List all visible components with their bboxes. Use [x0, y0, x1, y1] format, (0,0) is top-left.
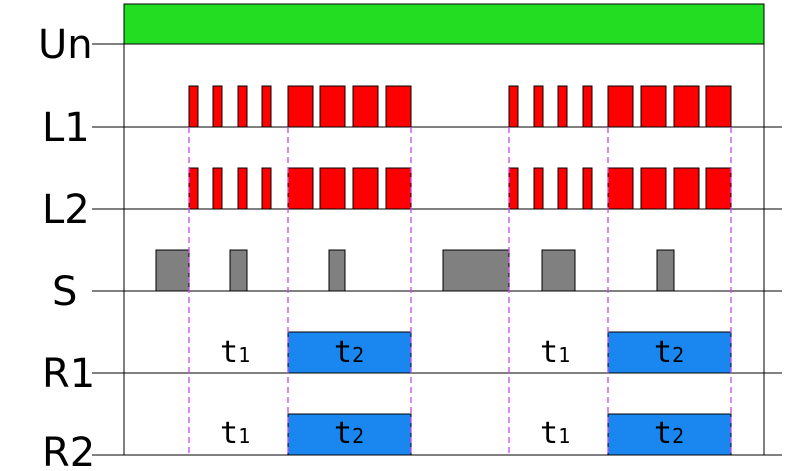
l1-pulse: [212, 85, 223, 128]
r2-active: [287, 413, 412, 456]
l2-pulse: [319, 167, 346, 210]
l2-pulse: [237, 167, 248, 210]
switch-pulse: [656, 249, 675, 292]
l2-pulse: [188, 167, 199, 210]
supply-bar: [123, 3, 765, 45]
l2-pulse: [533, 167, 544, 210]
l1-pulse: [508, 85, 519, 128]
switch-pulse: [229, 249, 248, 292]
l1-pulse: [385, 85, 412, 128]
l2-pulse: [352, 167, 379, 210]
switch-pulse: [442, 249, 510, 292]
l1-pulse: [582, 85, 593, 128]
row-label-un: Un: [38, 22, 93, 68]
r2-t2-label: t2: [654, 416, 684, 451]
l1-pulse: [533, 85, 544, 128]
r2-active: [607, 413, 732, 456]
r2-t1-label: t1: [220, 416, 250, 451]
l1-pulse: [352, 85, 379, 128]
r1-t1-label: t1: [540, 335, 570, 370]
l2-pulse: [508, 167, 519, 210]
r1-active: [607, 331, 732, 374]
l2-pulse: [385, 167, 412, 210]
r1-t2-label: t2: [654, 335, 684, 370]
r1-t1-label: t1: [220, 335, 250, 370]
l1-pulse: [673, 85, 700, 128]
l1-pulse: [319, 85, 346, 128]
l1-pulse: [640, 85, 667, 128]
l1-pulse: [188, 85, 199, 128]
row-label-r2: R2: [42, 430, 95, 471]
r2-t1-label: t1: [540, 416, 570, 451]
l2-pulse: [557, 167, 568, 210]
l2-pulse: [640, 167, 667, 210]
switch-pulse: [541, 249, 576, 292]
l1-pulse: [557, 85, 568, 128]
l2-pulse: [582, 167, 593, 210]
row-label-l1: L1: [42, 105, 90, 151]
l2-pulse: [287, 167, 314, 210]
l1-pulse: [607, 85, 634, 128]
row-label-s: S: [52, 269, 77, 315]
l1-pulse: [261, 85, 272, 128]
l1-pulse: [237, 85, 248, 128]
l2-pulse: [261, 167, 272, 210]
l1-pulse: [287, 85, 314, 128]
r1-t2-label: t2: [334, 335, 364, 370]
l2-pulse: [607, 167, 634, 210]
l1-pulse: [705, 85, 732, 128]
row-label-l2: L2: [42, 187, 90, 233]
l2-pulse: [212, 167, 223, 210]
r2-t2-label: t2: [334, 416, 364, 451]
row-label-r1: R1: [42, 351, 95, 397]
switch-pulse: [328, 249, 346, 292]
l2-pulse: [705, 167, 732, 210]
l2-pulse: [673, 167, 700, 210]
switch-pulse: [155, 249, 190, 292]
